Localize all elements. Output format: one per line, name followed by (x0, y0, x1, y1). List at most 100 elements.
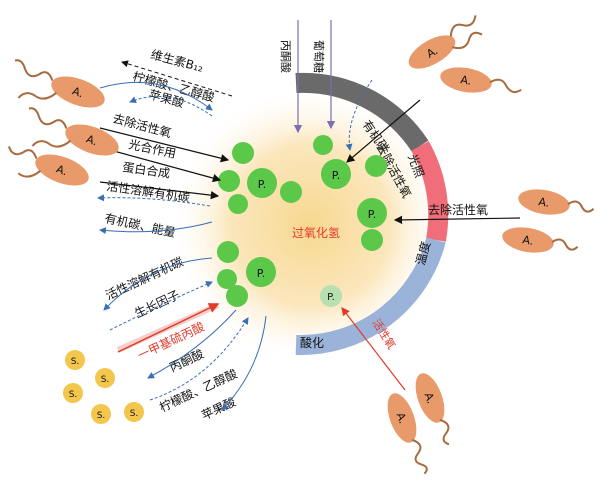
green-cell-cluster: P. P. P. P. P. (217, 135, 387, 307)
p-cell-label: P. (258, 178, 266, 191)
flagellum (14, 59, 54, 81)
flagellum (31, 139, 72, 148)
green-cell-labeled (246, 257, 276, 287)
a-cell-label: A. (459, 73, 472, 88)
green-cell (365, 155, 387, 177)
arrow-ros-removal-right (393, 215, 521, 225)
label-vitamin-b12: 维生素B₁₂ (149, 47, 205, 75)
yellow-cell (63, 383, 83, 403)
flagellum (452, 31, 483, 50)
s-cell-label: S. (130, 409, 139, 419)
bacterium-body (408, 35, 456, 69)
label-temperature: 温度 (412, 240, 433, 267)
green-cell (226, 285, 248, 307)
arrow-malic-bottom (221, 315, 267, 411)
yellow-cell (91, 404, 111, 424)
green-cell (217, 269, 237, 289)
flagellum (439, 418, 450, 446)
label-remove-ros-left: 去除活性氧 (111, 110, 173, 140)
green-cell-labeled (247, 168, 277, 198)
bacterium-a-3: A. (7, 146, 89, 186)
arrow-dmsp (117, 303, 220, 353)
arc-organic-carbon (295, 72, 429, 152)
bacterium-a-6: A. (518, 189, 595, 215)
flagellum (17, 169, 42, 178)
green-cell (313, 135, 333, 155)
left-top-arrows (97, 60, 233, 235)
arrow-pyruvate-bottom (147, 309, 237, 379)
bacterium-a-9: A. (415, 373, 450, 446)
s-cell-label: S. (69, 390, 78, 400)
a-cell-label: A. (55, 163, 70, 179)
yellow-cell (124, 402, 144, 422)
arrow-citric-bottom (149, 317, 249, 401)
bacterium-body (65, 124, 119, 156)
bacterium-body (502, 227, 554, 253)
yellow-cell (65, 350, 85, 370)
flagellum (567, 200, 595, 213)
s-cell-label: S. (71, 357, 80, 367)
s-cell-label: S. (97, 411, 106, 421)
arrow-photosynthesis (109, 149, 222, 183)
p-cell-label: P. (368, 208, 376, 221)
bacterium-a-1: A. (14, 59, 105, 108)
bacterium-body (440, 67, 492, 93)
green-cell-pale (320, 285, 342, 307)
flagellum (411, 438, 428, 475)
bacterium-a-5: A. (440, 67, 522, 94)
flagellum (551, 238, 579, 251)
left-bottom-arrows (103, 257, 267, 411)
arc-temperature (411, 141, 449, 242)
label-pyruvate-bottom: 丙酮酸 (167, 346, 206, 375)
bacterium-body (415, 373, 445, 423)
bacterium-a-8: A. (387, 393, 428, 475)
arc-acidification (295, 237, 446, 356)
p-cell-label: P. (257, 267, 265, 280)
a-cell-label: A. (394, 411, 410, 426)
arrow-ros-red (341, 307, 406, 391)
bacterium-a-4: A. (408, 15, 483, 69)
a-cell-label: A. (71, 85, 86, 101)
green-cell (218, 170, 240, 192)
green-cell (361, 229, 383, 251)
flagellum (7, 146, 38, 159)
green-cell (232, 142, 254, 164)
a-cell-label: A. (537, 195, 550, 210)
yellow-cell-group: S. S. S. S. S. (63, 350, 144, 424)
label-protein-synthesis: 蛋白合成 (122, 159, 172, 181)
a-cell-label: A. (422, 391, 438, 406)
flagellum (449, 15, 477, 37)
green-cell-labeled (321, 159, 351, 189)
arrow-dashed-top (345, 79, 373, 151)
green-cell (280, 181, 302, 203)
arrow-vitamin (121, 60, 233, 97)
bacterium-body (35, 154, 89, 186)
label-remove-ros-right: 去除活性氧 (428, 202, 488, 217)
arrow-active-doc (97, 194, 211, 207)
arrow-malic (129, 96, 213, 117)
bacterium-body (387, 393, 417, 443)
arrow-growth-factor (109, 281, 213, 331)
flagellum (489, 78, 522, 94)
arrow-remove-ros (99, 127, 230, 163)
flagellum (17, 91, 58, 100)
s-cell-label: S. (101, 375, 110, 385)
arrow-citric (99, 81, 213, 111)
bacterium-a-2: A. (28, 107, 119, 156)
p-cell-label: P. (327, 292, 335, 303)
label-glucose-top: 葡萄糖 (312, 40, 326, 73)
green-cell (217, 241, 239, 263)
center-label: 过氧化氢 (292, 225, 340, 240)
yellow-cell (95, 368, 115, 388)
p-cell-label: P. (332, 169, 340, 182)
bacterium-body (518, 189, 570, 215)
a-cell-label: A. (85, 133, 100, 149)
green-cell-labeled (357, 198, 387, 228)
label-organic-carbon-energy: 有机碳、能量 (103, 211, 176, 240)
bacterium-body (51, 76, 105, 108)
green-cell (228, 194, 248, 214)
bacterium-a-7: A. (502, 227, 579, 253)
arrow-active-doc-bottom (103, 257, 213, 311)
